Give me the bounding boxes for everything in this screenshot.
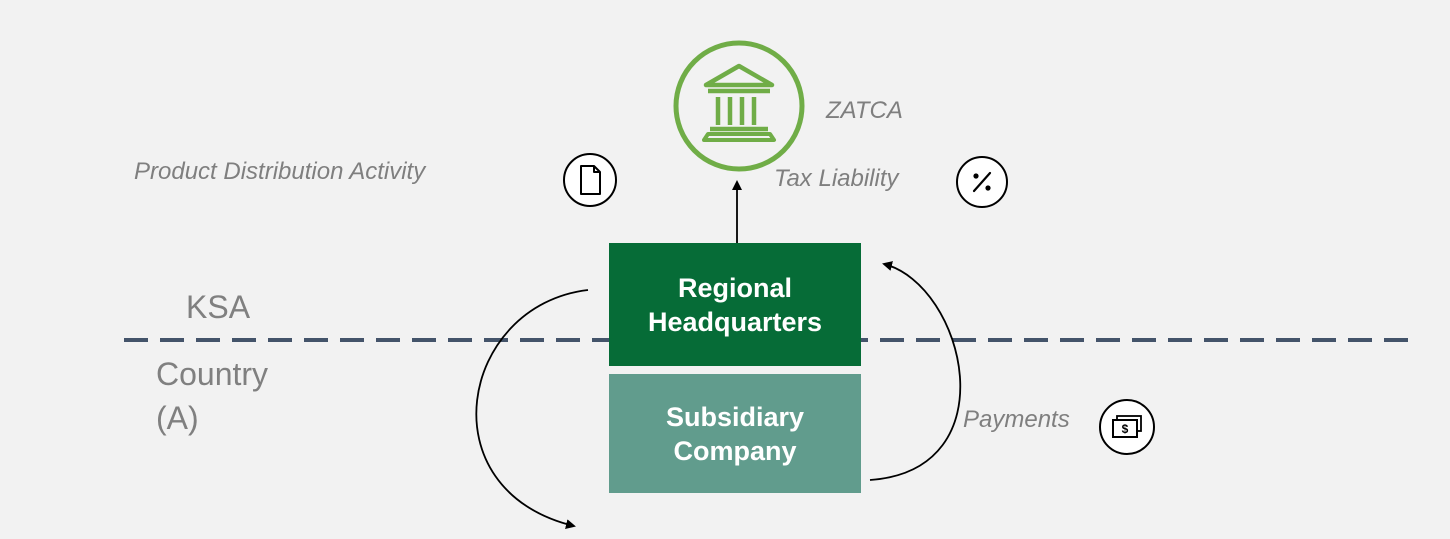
- regional-headquarters-box: Regional Headquarters: [609, 243, 861, 366]
- government-building-icon: [673, 40, 805, 172]
- subsidiary-company-box: Subsidiary Company: [609, 374, 861, 493]
- ksa-region-label: KSA: [186, 289, 251, 325]
- document-icon: [562, 152, 618, 208]
- distribution-flow-arrow: [475, 289, 589, 529]
- zatca-label: ZATCA: [826, 97, 903, 124]
- country-a-region-label: Country (A): [156, 356, 269, 436]
- payments-flow-arrow: [869, 261, 962, 481]
- tax-liability-label: Tax Liability: [774, 165, 899, 192]
- product-distribution-label: Product Distribution Activity: [134, 158, 426, 185]
- zatca-icon: [672, 39, 806, 173]
- percent-icon: [955, 155, 1009, 209]
- money-icon: $: [1098, 399, 1156, 455]
- svg-text:$: $: [1122, 422, 1129, 436]
- payments-label: Payments: [963, 406, 1070, 433]
